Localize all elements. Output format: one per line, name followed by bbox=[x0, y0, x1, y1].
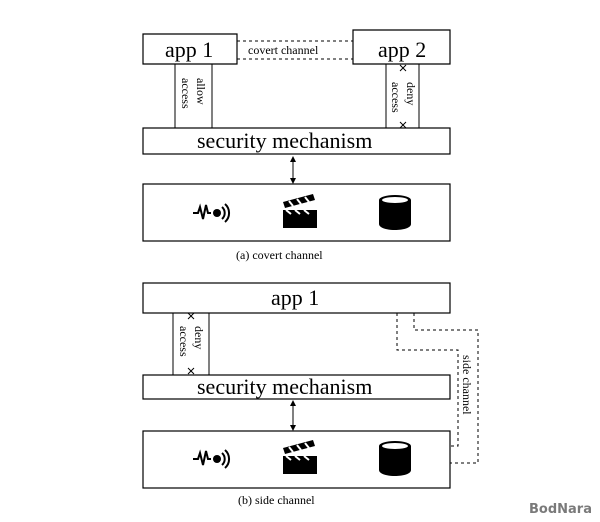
app2-label-a: app 2 bbox=[378, 37, 426, 62]
clapperboard-icon bbox=[283, 194, 317, 228]
deny-label-a: deny bbox=[404, 82, 418, 105]
app1-box-b: app 1 bbox=[142, 282, 451, 314]
deny-label-b: deny bbox=[192, 326, 206, 349]
access-label-deny-a: access bbox=[389, 82, 403, 113]
caption-b: (b) side channel bbox=[238, 493, 315, 507]
allow-access-pipe: allow access bbox=[174, 64, 213, 128]
deny-x-top-b bbox=[187, 312, 195, 320]
panel-b: app 1 deny access security mechanism bbox=[142, 282, 479, 507]
security-mechanism-box-b: security mechanism bbox=[142, 374, 451, 400]
resources-box-b bbox=[142, 430, 451, 489]
covert-channel: covert channel bbox=[237, 40, 353, 60]
side-channel: side channel bbox=[396, 313, 479, 464]
deny-x-top-a bbox=[399, 64, 407, 72]
security-mechanism-box-a: security mechanism bbox=[142, 127, 451, 155]
panel-a: app 1 app 2 covert channel allow access … bbox=[142, 29, 451, 262]
allow-label: allow bbox=[194, 78, 208, 105]
app2-box-a: app 2 bbox=[352, 29, 451, 65]
app1-box-a: app 1 bbox=[142, 33, 238, 65]
deny-x-bottom-b bbox=[187, 367, 195, 375]
side-channel-label: side channel bbox=[460, 355, 474, 415]
watermark-logo: BodNara bbox=[529, 502, 592, 517]
covert-channel-label: covert channel bbox=[248, 43, 319, 57]
app1-label-b: app 1 bbox=[271, 285, 319, 310]
double-arrow-a bbox=[290, 156, 296, 184]
double-arrow-b bbox=[290, 400, 296, 431]
sensor-waves-icon bbox=[193, 449, 231, 469]
sensor-waves-icon bbox=[193, 203, 231, 223]
deny-access-pipe-a: deny access bbox=[385, 64, 420, 129]
deny-access-pipe-b: deny access bbox=[172, 312, 210, 375]
resources-box-a bbox=[142, 183, 451, 242]
security-mechanism-label-a: security mechanism bbox=[197, 128, 372, 153]
access-label-allow: access bbox=[179, 78, 193, 109]
security-mechanism-label-b: security mechanism bbox=[197, 374, 372, 399]
clapperboard-icon bbox=[283, 440, 317, 474]
caption-a: (a) covert channel bbox=[236, 248, 323, 262]
storage-drum-icon bbox=[379, 195, 411, 230]
app1-label-a: app 1 bbox=[165, 37, 213, 62]
access-label-deny-b: access bbox=[177, 326, 191, 357]
deny-x-bottom-a bbox=[399, 121, 407, 129]
storage-drum-icon bbox=[379, 441, 411, 476]
